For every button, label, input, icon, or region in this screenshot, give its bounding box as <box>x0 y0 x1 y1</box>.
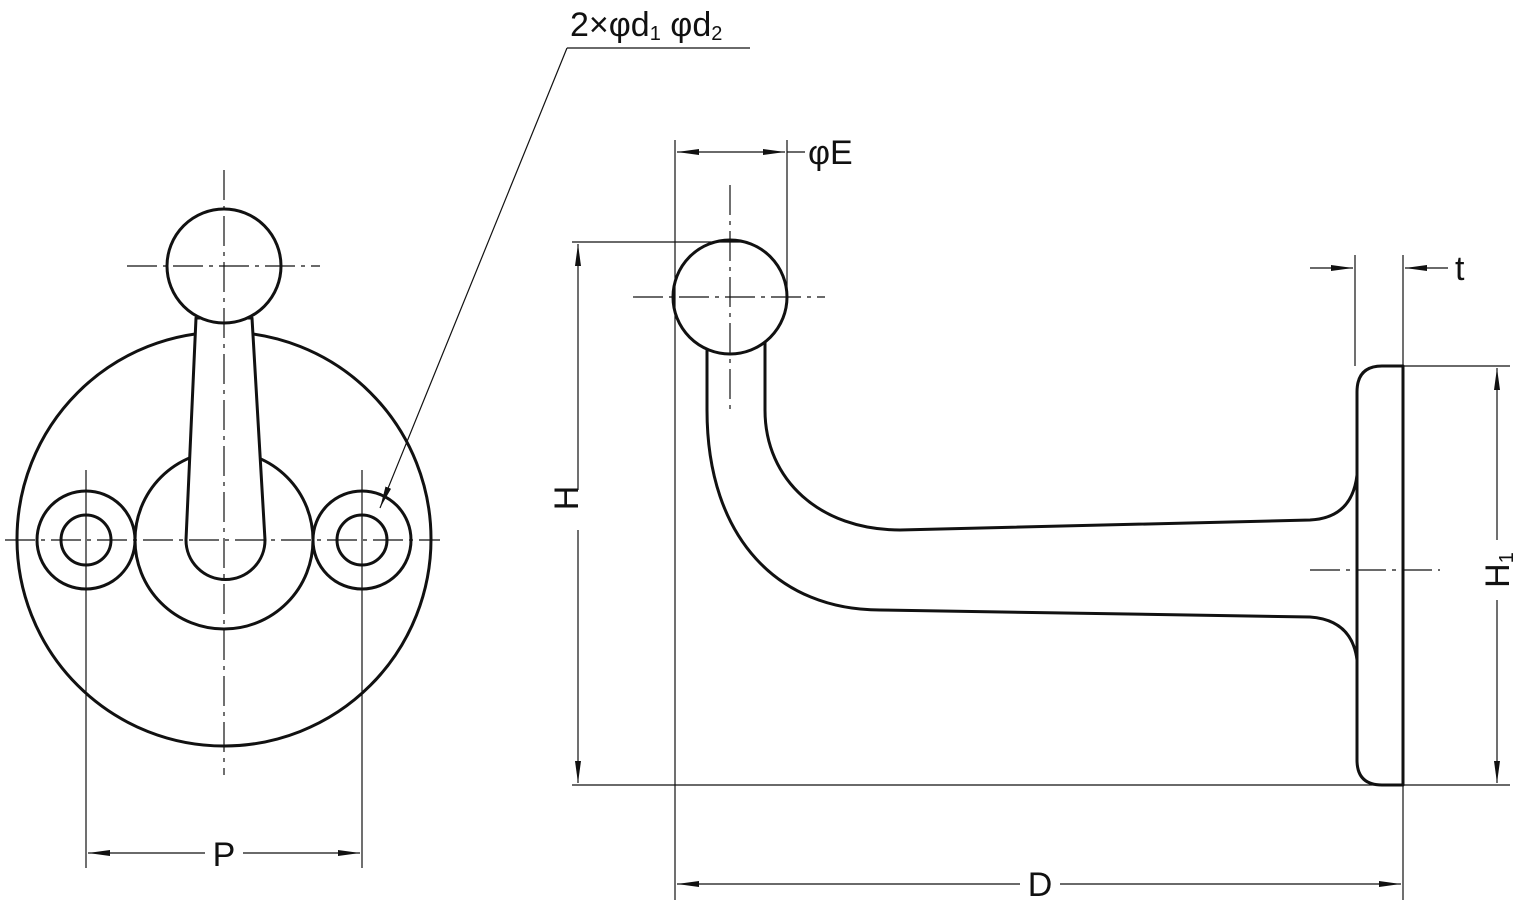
depth-label: D <box>1028 866 1053 904</box>
plate-height-label: H1 <box>1479 552 1518 588</box>
ball-diameter-label: φE <box>808 134 853 172</box>
holes-label: 2×φd1 φd2 <box>570 6 722 45</box>
height-label: H <box>548 486 586 511</box>
front-view: P 2×φd1 φd2 <box>5 6 750 874</box>
side-view: φE H H1 t D <box>548 134 1518 904</box>
hook-arm <box>705 338 1359 662</box>
hook-stem <box>184 316 267 581</box>
thickness-label: t <box>1455 250 1465 288</box>
wall-plate <box>1355 364 1405 787</box>
pitch-label: P <box>213 836 236 874</box>
